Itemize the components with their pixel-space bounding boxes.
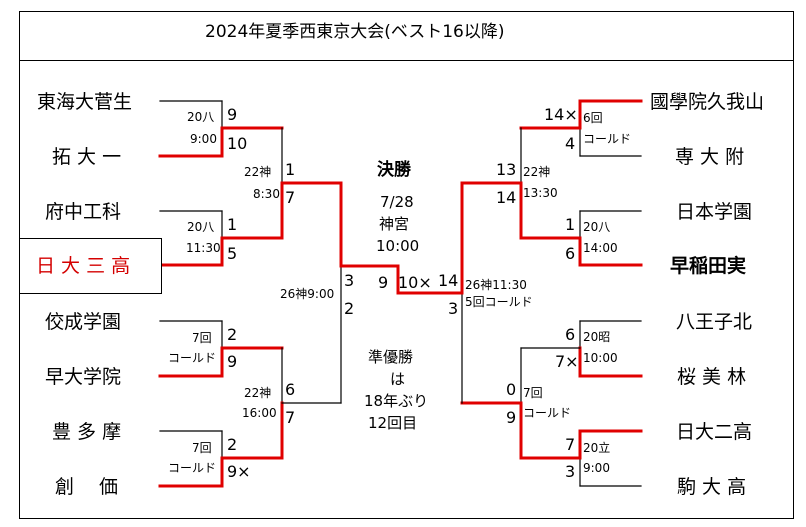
right-r1-3-top-score: 6 [565,325,576,344]
left-r1-3-bottom-score: 9 [227,352,238,371]
right-team-8: 駒 大 高 [677,476,747,498]
right-team-4: 早稲田実 [670,255,747,277]
left-team-7: 豊 多 摩 [52,421,122,443]
runner-up-note-4: 12回目 [368,414,418,432]
right-r1-2-top-score: 1 [565,215,576,234]
highlight-team-box [19,238,162,294]
left-r1-4-top-score: 2 [227,435,238,454]
left-r1-3-info-a: 7回 [192,331,212,345]
left-r2-1-top-score: 1 [285,160,296,179]
runner-up-note-2: は [390,370,406,388]
left-team-5: 佼成学園 [45,311,122,333]
right-team-6: 桜 美 林 [677,366,747,388]
right-r2-2-info-a: 7回 [523,386,543,400]
left-r1-4-info-a: 7回 [192,441,212,455]
left-semi-info: 26神9:00 [280,287,335,301]
left-r2-1-bottom-score: 7 [285,188,296,207]
right-r1-1-top-score: 14× [544,105,578,124]
left-r1-2-info-a: 20八 [187,220,215,234]
right-r1-4-bottom-score: 3 [565,462,576,481]
left-r2-2-top-score: 6 [285,380,296,399]
page-title: 2024年夏季西東京大会(ベスト16以降) [205,22,505,42]
left-team-2: 拓 大 一 [52,146,122,168]
final-right-score: 10× [398,273,432,292]
right-r1-2-info-a: 20八 [583,220,611,234]
left-r1-2-top-score: 1 [227,215,238,234]
left-team-4: 日 大 三 高 [36,255,131,277]
final-label: 決勝 [377,160,411,180]
left-r1-1-info-b: 9:00 [190,132,217,146]
right-r1-4-top-score: 7 [565,435,576,454]
right-team-3: 日本学園 [676,201,753,223]
runner-up-note-1: 準優勝 [368,348,414,366]
right-r2-1-info-a: 22神 [523,165,551,179]
right-team-2: 専 大 附 [675,146,745,168]
right-r2-1-info-b: 13:30 [523,186,558,200]
left-team-1: 東海大菅生 [37,91,133,113]
left-r1-3-top-score: 2 [227,325,238,344]
right-r2-1-top-score: 13 [496,160,517,179]
right-semi-info-b: 5回コールド [465,295,533,309]
right-r1-4-info-a: 20立 [583,441,611,455]
right-r1-3-bottom-score: 7× [555,352,579,371]
left-r1-2-bottom-score: 5 [227,244,238,263]
runner-up-note-3: 18年ぶり [364,392,429,410]
left-r1-1-top-score: 9 [227,105,238,124]
right-semi-bottom-score: 3 [448,299,459,318]
left-r2-2-info-b: 16:00 [242,406,277,420]
left-r2-2-bottom-score: 7 [285,408,296,427]
right-r2-1-bottom-score: 14 [496,188,517,207]
left-team-8: 創 価 [55,476,119,498]
right-semi-info-a: 26神11:30 [465,278,527,292]
right-r1-2-info-b: 14:00 [583,241,618,255]
final-venue: 神宮 [379,215,410,233]
left-semi-bottom-score: 2 [344,299,355,318]
left-team-3: 府中工科 [45,201,122,223]
right-r1-3-info-b: 10:00 [583,351,618,365]
left-r1-1-info-a: 20八 [187,110,215,124]
right-team-5: 八王子北 [676,311,753,333]
left-r1-4-info-b: コールド [168,461,217,475]
right-r1-3-info-a: 20昭 [583,330,611,344]
right-r1-1-info-a: 6回 [583,111,603,125]
left-team-6: 早大学院 [45,366,122,388]
left-semi-top-score: 3 [344,271,355,290]
left-r1-1-bottom-score: 10 [227,134,248,153]
right-r2-2-bottom-score: 9 [506,408,517,427]
right-team-1: 國學院久我山 [650,91,765,113]
right-r2-2-top-score: 0 [506,380,517,399]
right-r1-4-info-b: 9:00 [583,461,610,475]
final-left-score: 9 [378,273,389,292]
right-r1-2-bottom-score: 6 [565,244,576,263]
left-r1-4-bottom-score: 9× [227,462,251,481]
right-semi-top-score: 14 [438,271,459,290]
right-team-7: 日大二高 [676,421,753,443]
left-r2-1-info-a: 22神 [244,165,272,179]
right-r1-1-bottom-score: 4 [565,134,576,153]
left-r1-2-info-b: 11:30 [186,241,221,255]
right-r2-2-info-b: コールド [523,406,572,420]
left-r2-2-info-a: 22神 [244,386,272,400]
right-r1-1-info-b: コールド [583,132,632,146]
final-time: 10:00 [376,237,420,255]
left-r1-3-info-b: コールド [168,351,217,365]
left-r2-1-info-b: 8:30 [253,187,280,201]
final-date: 7/28 [380,193,414,211]
